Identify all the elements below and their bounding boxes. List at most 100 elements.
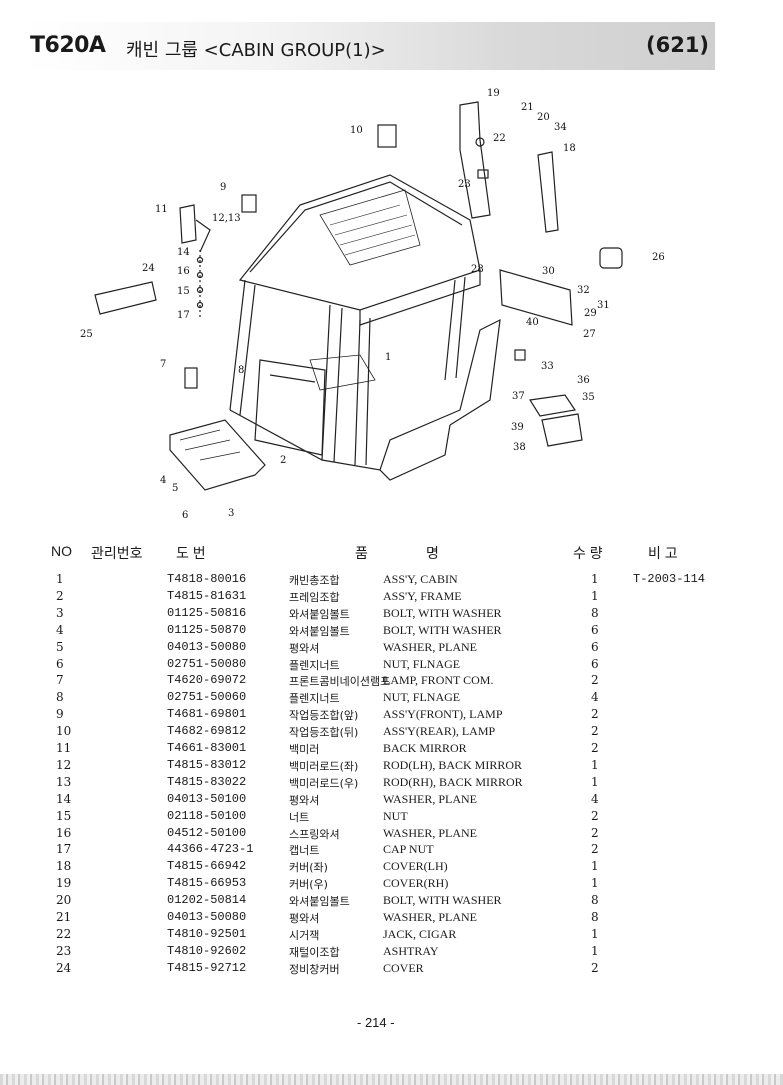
row-number: 14 bbox=[56, 791, 72, 806]
callout-label: 37 bbox=[512, 391, 525, 402]
row-number: 15 bbox=[56, 808, 72, 823]
row-number: 8 bbox=[56, 690, 64, 705]
part-name-english: WASHER, PLANE bbox=[383, 791, 478, 806]
part-name-english: NUT, FLNAGE bbox=[383, 656, 461, 671]
part-name-english: BOLT, WITH WASHER bbox=[383, 605, 502, 620]
quantity: 2 bbox=[591, 741, 599, 755]
header-band bbox=[22, 22, 715, 70]
part-name-korean: 작업등조합(앞) bbox=[289, 709, 359, 723]
row-number: 7 bbox=[56, 673, 64, 688]
quantity: 8 bbox=[591, 910, 599, 924]
column-drawing-number: 도 번 bbox=[176, 545, 206, 561]
row-number: 2 bbox=[56, 588, 64, 603]
part-number: 02751-50060 bbox=[167, 690, 247, 705]
column-remark: 비 고 bbox=[648, 545, 678, 561]
callout-label: 19 bbox=[487, 88, 500, 99]
callout-label: 29 bbox=[584, 308, 597, 319]
callout-label: 16 bbox=[177, 266, 190, 277]
part-name-korean: 백미러 bbox=[289, 743, 320, 756]
part-number: T4682-69812 bbox=[167, 724, 247, 739]
part-number: T4810-92602 bbox=[167, 943, 247, 958]
row-number: 17 bbox=[56, 842, 72, 857]
callout-label: 23 bbox=[458, 179, 471, 190]
row-number: 24 bbox=[56, 960, 72, 975]
callout-label: 36 bbox=[577, 375, 590, 386]
part-name-english: ASS'Y, CABIN bbox=[383, 572, 458, 586]
callout-label: 28 bbox=[471, 264, 484, 275]
callout-label: 22 bbox=[493, 133, 506, 144]
callout-label: 14 bbox=[177, 247, 190, 258]
part-number: T4815-83012 bbox=[167, 757, 247, 772]
scan-edge-strip bbox=[0, 1074, 783, 1085]
part-number: T4815-83022 bbox=[167, 774, 247, 789]
row-number: 16 bbox=[56, 825, 72, 840]
part-name-korean: 정비창커버 bbox=[289, 962, 340, 976]
part-name-english: COVER(LH) bbox=[383, 859, 448, 874]
callout-label: 24 bbox=[142, 263, 155, 274]
part-number: 02118-50100 bbox=[167, 808, 247, 823]
part-name-english: ASHTRAY bbox=[383, 943, 439, 958]
part-name-korean: 캡너트 bbox=[289, 844, 320, 858]
callout-label: 35 bbox=[582, 392, 595, 403]
part-name-korean: 너트 bbox=[289, 810, 310, 824]
callout-label: 34 bbox=[554, 122, 567, 133]
quantity: 2 bbox=[591, 842, 599, 857]
column-name: 명 bbox=[426, 545, 439, 561]
quantity: 8 bbox=[591, 605, 599, 620]
callout-label: 4 bbox=[160, 475, 166, 486]
row-number: 3 bbox=[56, 605, 64, 620]
part-name-english: WASHER, PLANE bbox=[383, 910, 478, 924]
callout-label: 32 bbox=[577, 285, 590, 296]
exploded-parts-diagram: 1 2 3 4 5 6 7 8 9 10 11 12,13 14 15 16 1… bbox=[80, 88, 665, 521]
callout-label: 27 bbox=[583, 329, 596, 340]
part-name-korean: 평와셔 bbox=[289, 912, 320, 925]
callout-label: 6 bbox=[182, 510, 188, 521]
part-number: 04013-50080 bbox=[167, 910, 247, 924]
part-number: T4661-83001 bbox=[167, 741, 247, 755]
row-number: 6 bbox=[56, 656, 64, 671]
quantity: 1 bbox=[591, 572, 599, 586]
page-code: (621) bbox=[646, 33, 710, 57]
part-name-korean: 평와셔 bbox=[289, 793, 320, 807]
callout-label: 25 bbox=[80, 329, 93, 340]
part-name-korean: 스프링와셔 bbox=[289, 827, 340, 841]
quantity: 2 bbox=[591, 960, 599, 975]
part-number: 01125-50870 bbox=[167, 622, 247, 637]
part-name-korean: 커버(좌) bbox=[289, 861, 328, 875]
quantity: 1 bbox=[591, 926, 599, 941]
part-name-english: LAMP, FRONT COM. bbox=[383, 673, 494, 688]
remark: T-2003-114 bbox=[633, 572, 706, 586]
callout-label: 10 bbox=[350, 125, 363, 136]
row-number: 21 bbox=[56, 910, 72, 924]
callout-label: 17 bbox=[177, 310, 190, 321]
column-item: 품 bbox=[355, 545, 368, 561]
quantity: 1 bbox=[591, 757, 599, 772]
column-quantity: 수 량 bbox=[573, 545, 603, 561]
part-name-korean: 와셔붙임볼트 bbox=[289, 624, 350, 638]
part-name-korean: 평와셔 bbox=[289, 641, 320, 655]
part-name-korean: 플렌지너트 bbox=[289, 692, 340, 706]
part-name-korean: 플렌지너트 bbox=[289, 658, 340, 672]
part-name-korean: 와셔붙임볼트 bbox=[289, 607, 350, 621]
callout-label: 2 bbox=[280, 455, 286, 466]
callout-label: 31 bbox=[597, 300, 610, 311]
part-number: 01125-50816 bbox=[167, 605, 247, 620]
part-name-english: ROD(RH), BACK MIRROR bbox=[383, 774, 523, 789]
part-name-korean: 캐빈총조합 bbox=[289, 574, 340, 587]
part-name-english: WASHER, PLANE bbox=[383, 825, 478, 840]
row-number: 9 bbox=[56, 707, 64, 722]
part-number: 04512-50100 bbox=[167, 825, 247, 840]
callout-label: 3 bbox=[228, 508, 234, 519]
part-name-korean: 커버(우) bbox=[289, 878, 328, 892]
part-name-english: COVER bbox=[383, 960, 424, 975]
callout-label: 18 bbox=[563, 143, 576, 154]
part-name-korean: 시거잭 bbox=[289, 928, 320, 942]
row-number: 23 bbox=[56, 943, 72, 958]
callout-label: 40 bbox=[526, 317, 539, 328]
quantity: 8 bbox=[591, 893, 599, 908]
part-name-english: COVER(RH) bbox=[383, 876, 449, 891]
quantity: 2 bbox=[591, 724, 599, 739]
row-number: 1 bbox=[56, 572, 64, 586]
quantity: 2 bbox=[591, 707, 599, 722]
part-name-english: NUT, FLNAGE bbox=[383, 690, 461, 705]
